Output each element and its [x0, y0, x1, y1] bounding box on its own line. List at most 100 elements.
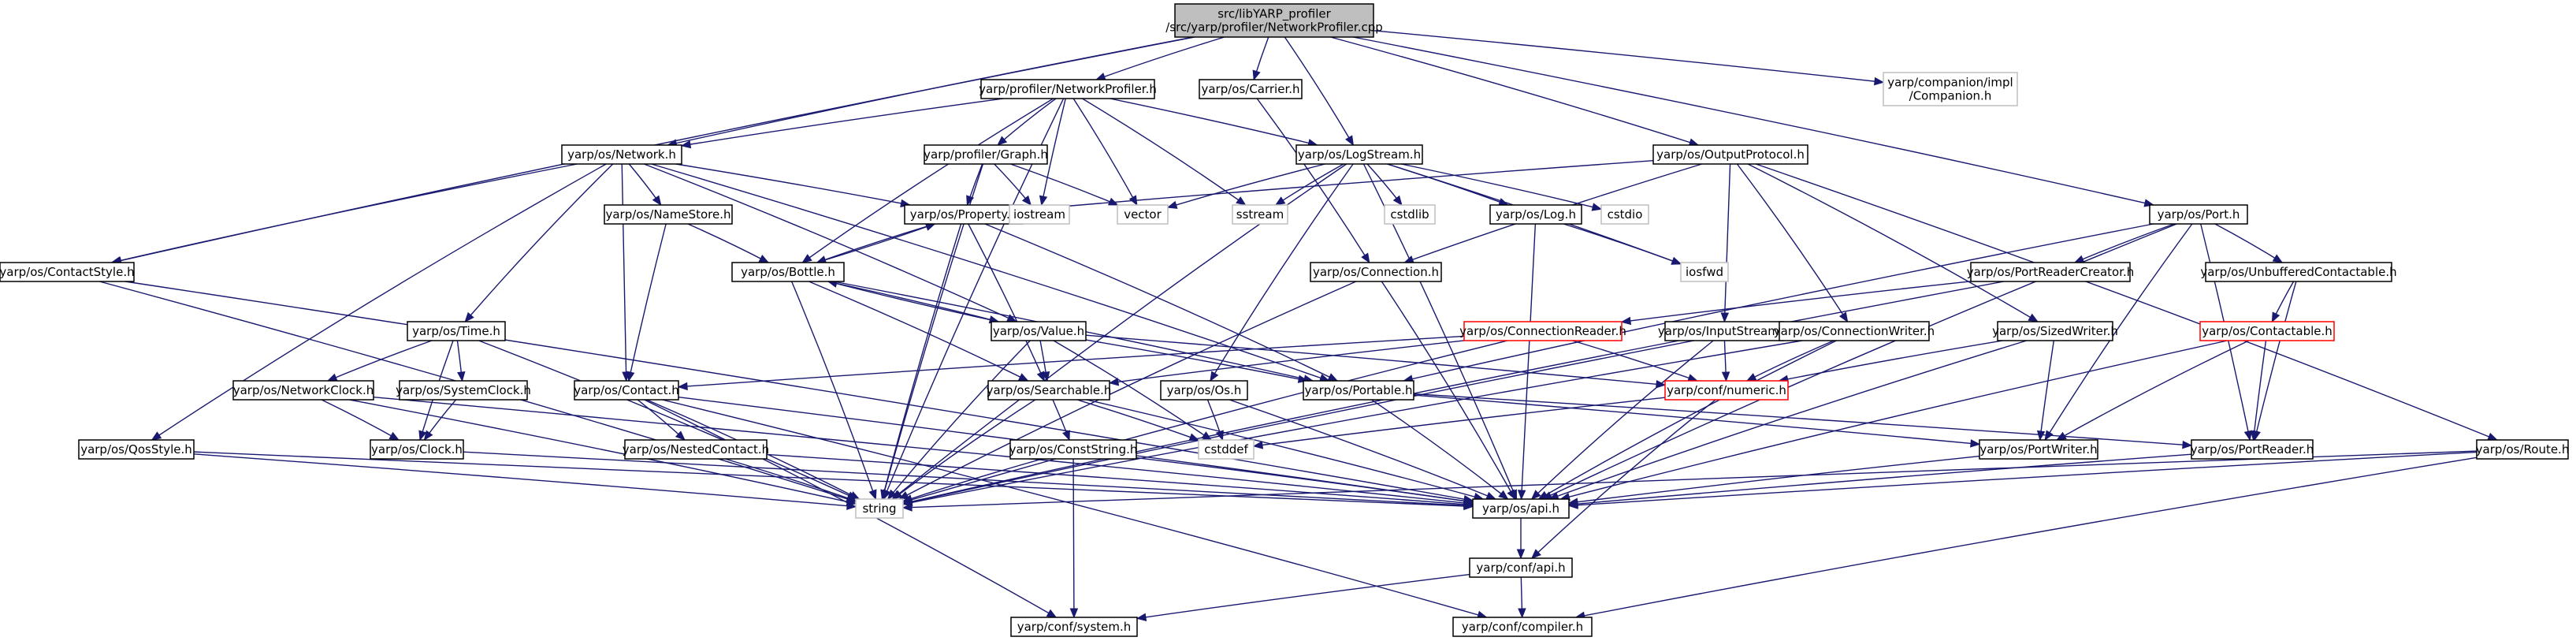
- edge-property_h-to-portable_h: [984, 223, 1339, 382]
- node-nestedcontact_h[interactable]: yarp/os/NestedContact.h: [623, 439, 769, 460]
- arrowhead-icon: [901, 494, 913, 503]
- node-contact_h[interactable]: yarp/os/Contact.h: [574, 380, 679, 401]
- edge-line: [478, 340, 857, 500]
- edge-portreadercreator_h-to-connectionreader_h: [1620, 281, 1972, 326]
- edge-os_h-to-api_h: [1229, 399, 1497, 500]
- node-time_h[interactable]: yarp/os/Time.h: [407, 321, 506, 341]
- node-connection_h[interactable]: yarp/os/Connection.h: [1310, 262, 1442, 282]
- node-bottle_h[interactable]: yarp/os/Bottle.h: [731, 262, 845, 282]
- node-api_h[interactable]: yarp/os/api.h: [1472, 498, 1570, 519]
- node-log_h[interactable]: yarp/os/Log.h: [1489, 204, 1582, 225]
- node-box: [0, 262, 135, 282]
- node-connectionreader_h[interactable]: yarp/os/ConnectionReader.h: [1459, 321, 1626, 341]
- node-confapi_h[interactable]: yarp/conf/api.h: [1469, 557, 1573, 578]
- edge-line: [1110, 98, 1318, 146]
- node-portwriter_h[interactable]: yarp/os/PortWriter.h: [1979, 439, 2098, 460]
- node-portable_h[interactable]: yarp/os/Portable.h: [1303, 380, 1414, 401]
- edge-line: [1229, 399, 1496, 500]
- arrowhead-icon: [1530, 549, 1541, 559]
- arrowhead-icon: [423, 430, 433, 442]
- edge-line: [1568, 451, 2477, 507]
- node-route_h[interactable]: yarp/os/Route.h: [2476, 439, 2570, 460]
- node-conststring_h[interactable]: yarp/os/ConstString.h: [1009, 439, 1138, 460]
- edge-confapi_h-to-system_h: [1136, 573, 1470, 621]
- node-inputstream_h[interactable]: yarp/os/InputStream.h: [1658, 321, 1790, 341]
- node-box: [1664, 380, 1789, 401]
- edge-unbuffered_h-to-portreader_h: [2252, 281, 2297, 442]
- node-clock_h[interactable]: yarp/os/Clock.h: [370, 439, 464, 460]
- node-unbuffered_h[interactable]: yarp/os/UnbufferedContactable.h: [2200, 262, 2397, 282]
- node-string: string: [855, 498, 904, 519]
- node-numeric_h[interactable]: yarp/conf/numeric.h: [1664, 380, 1789, 401]
- node-contactstyle_h[interactable]: yarp/os/ContactStyle.h: [0, 262, 135, 282]
- node-box: [731, 262, 845, 282]
- node-label: yarp/os/NestedContact.h: [623, 442, 769, 457]
- edge-line: [1373, 30, 1884, 84]
- node-portreadercreator_h[interactable]: yarp/os/PortReaderCreator.h: [1967, 262, 2135, 282]
- node-port_h[interactable]: yarp/os/Port.h: [2149, 204, 2248, 225]
- edge-root-to-outputprotocol_h: [1330, 36, 1700, 147]
- edge-contactable_h-to-portwriter_h: [2056, 340, 2250, 441]
- arrowhead-icon: [1095, 73, 1106, 81]
- node-label: cstddef: [1204, 442, 1248, 457]
- edge-line: [1086, 399, 1484, 500]
- node-sizedwriter_h[interactable]: yarp/os/SizedWriter.h: [1992, 321, 2118, 341]
- node-qosstyle_h[interactable]: yarp/os/QosStyle.h: [78, 439, 195, 460]
- node-box: [1489, 204, 1582, 225]
- node-label: yarp/os/ContactStyle.h: [0, 265, 135, 279]
- edge-root-to-companion_h: [1373, 30, 1885, 86]
- node-label: yarp/conf/compiler.h: [1462, 620, 1583, 634]
- edge-line: [1210, 163, 1354, 382]
- arrowhead-icon: [2487, 432, 2498, 441]
- edge-api_h-to-confapi_h: [1516, 518, 1526, 560]
- node-label: yarp/os/LogStream.h: [1298, 147, 1421, 162]
- arrowhead-icon: [1873, 76, 1885, 86]
- node-connectionwriter_h[interactable]: yarp/os/ConnectionWriter.h: [1774, 321, 1935, 341]
- edge-line: [898, 281, 1357, 500]
- node-logstream_h[interactable]: yarp/os/LogStream.h: [1295, 144, 1423, 165]
- arrowhead-icon: [1252, 69, 1261, 81]
- node-label: yarp/os/Portable.h: [1305, 383, 1413, 397]
- arrowhead-icon: [1838, 311, 1849, 323]
- node-namestore_h[interactable]: yarp/os/NameStore.h: [604, 204, 733, 225]
- edge-line: [1076, 399, 1199, 441]
- node-compiler_h[interactable]: yarp/conf/compiler.h: [1452, 617, 1593, 637]
- edge-bottle_h-to-string: [790, 281, 877, 501]
- arrowhead-icon: [1274, 196, 1286, 206]
- node-outputprotocol_h[interactable]: yarp/os/OutputProtocol.h: [1652, 144, 1808, 165]
- node-os_h[interactable]: yarp/os/Os.h: [1160, 380, 1248, 401]
- edge-line: [681, 98, 1004, 147]
- node-searchable_h[interactable]: yarp/os/Searchable.h: [987, 380, 1112, 401]
- node-networkprofiler_h[interactable]: yarp/profiler/NetworkProfiler.h: [979, 79, 1157, 99]
- edge-line: [1403, 223, 2154, 382]
- edge-line: [902, 281, 2004, 505]
- node-box: [1117, 204, 1169, 225]
- node-network_h[interactable]: yarp/os/Network.h: [561, 144, 682, 165]
- node-graph_h[interactable]: yarp/profiler/Graph.h: [924, 144, 1048, 165]
- node-label: yarp/os/NetworkClock.h: [233, 383, 374, 397]
- node-value_h[interactable]: yarp/os/Value.h: [991, 321, 1087, 341]
- edge-line: [1371, 399, 1508, 500]
- node-systemclock_h[interactable]: yarp/os/SystemClock.h: [396, 380, 531, 401]
- arrowhead-icon: [2272, 254, 2284, 263]
- edge-line: [2044, 223, 2193, 441]
- node-portreader_h[interactable]: yarp/os/PortReader.h: [2191, 439, 2314, 460]
- node-carrier_h[interactable]: yarp/os/Carrier.h: [1199, 79, 1303, 99]
- edge-network_h-to-portable_h: [651, 163, 1330, 382]
- edge-line: [984, 223, 1338, 382]
- node-system_h[interactable]: yarp/conf/system.h: [1010, 617, 1138, 637]
- edge-line: [1531, 340, 1714, 500]
- node-contactable_h[interactable]: yarp/os/Contactable.h: [2199, 321, 2335, 341]
- node-label: yarp/os/Property.h: [910, 207, 1017, 222]
- node-label: yarp/os/ConnectionReader.h: [1459, 324, 1626, 338]
- node-label: yarp/os/Searchable.h: [987, 383, 1112, 397]
- edges-layer: [99, 30, 2498, 621]
- node-networkclock_h[interactable]: yarp/os/NetworkClock.h: [232, 380, 374, 401]
- node-property_h[interactable]: yarp/os/Property.h: [904, 204, 1024, 225]
- edge-networkprofiler_h-to-vector: [1072, 98, 1138, 207]
- arrowhead-icon: [1721, 371, 1730, 382]
- edge-line: [1256, 98, 1370, 263]
- node-root[interactable]: src/libYARP_profiler/src/yarp/profiler/N…: [1165, 3, 1383, 38]
- edge-line: [111, 163, 578, 263]
- node-box: [904, 204, 1024, 225]
